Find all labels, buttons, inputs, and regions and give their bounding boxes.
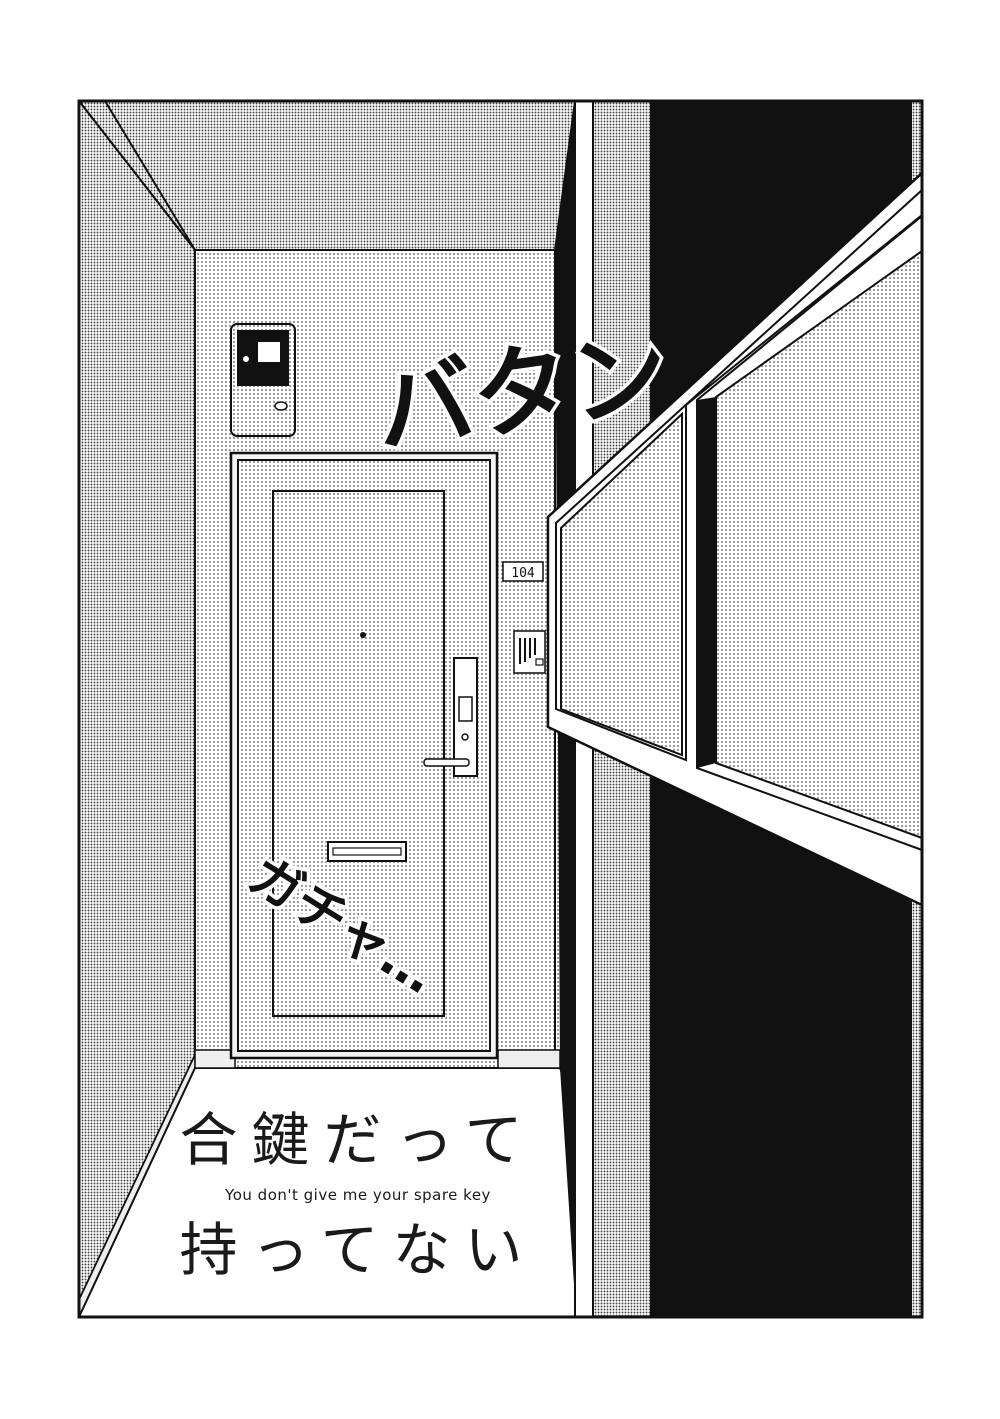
panel-border [77,99,924,1319]
door-handle [423,758,470,767]
title-block: 合鍵だって You don't give me your spare key 持… [179,1106,536,1284]
door-lock [453,657,478,777]
door-panel [272,490,445,1017]
title-line-1: 合鍵だって [179,1106,536,1174]
intercom-panel [230,323,296,437]
panel-art: 104 [79,101,922,1317]
title-line-2: 持ってない [179,1216,536,1284]
room-number-plate: 104 [502,561,544,582]
peephole [360,632,366,638]
doorbell [513,630,546,674]
room-number: 104 [511,566,535,581]
open-door-slab [546,171,922,907]
title-subtitle: You don't give me your spare key [224,1186,491,1204]
mail-slot [327,841,407,862]
